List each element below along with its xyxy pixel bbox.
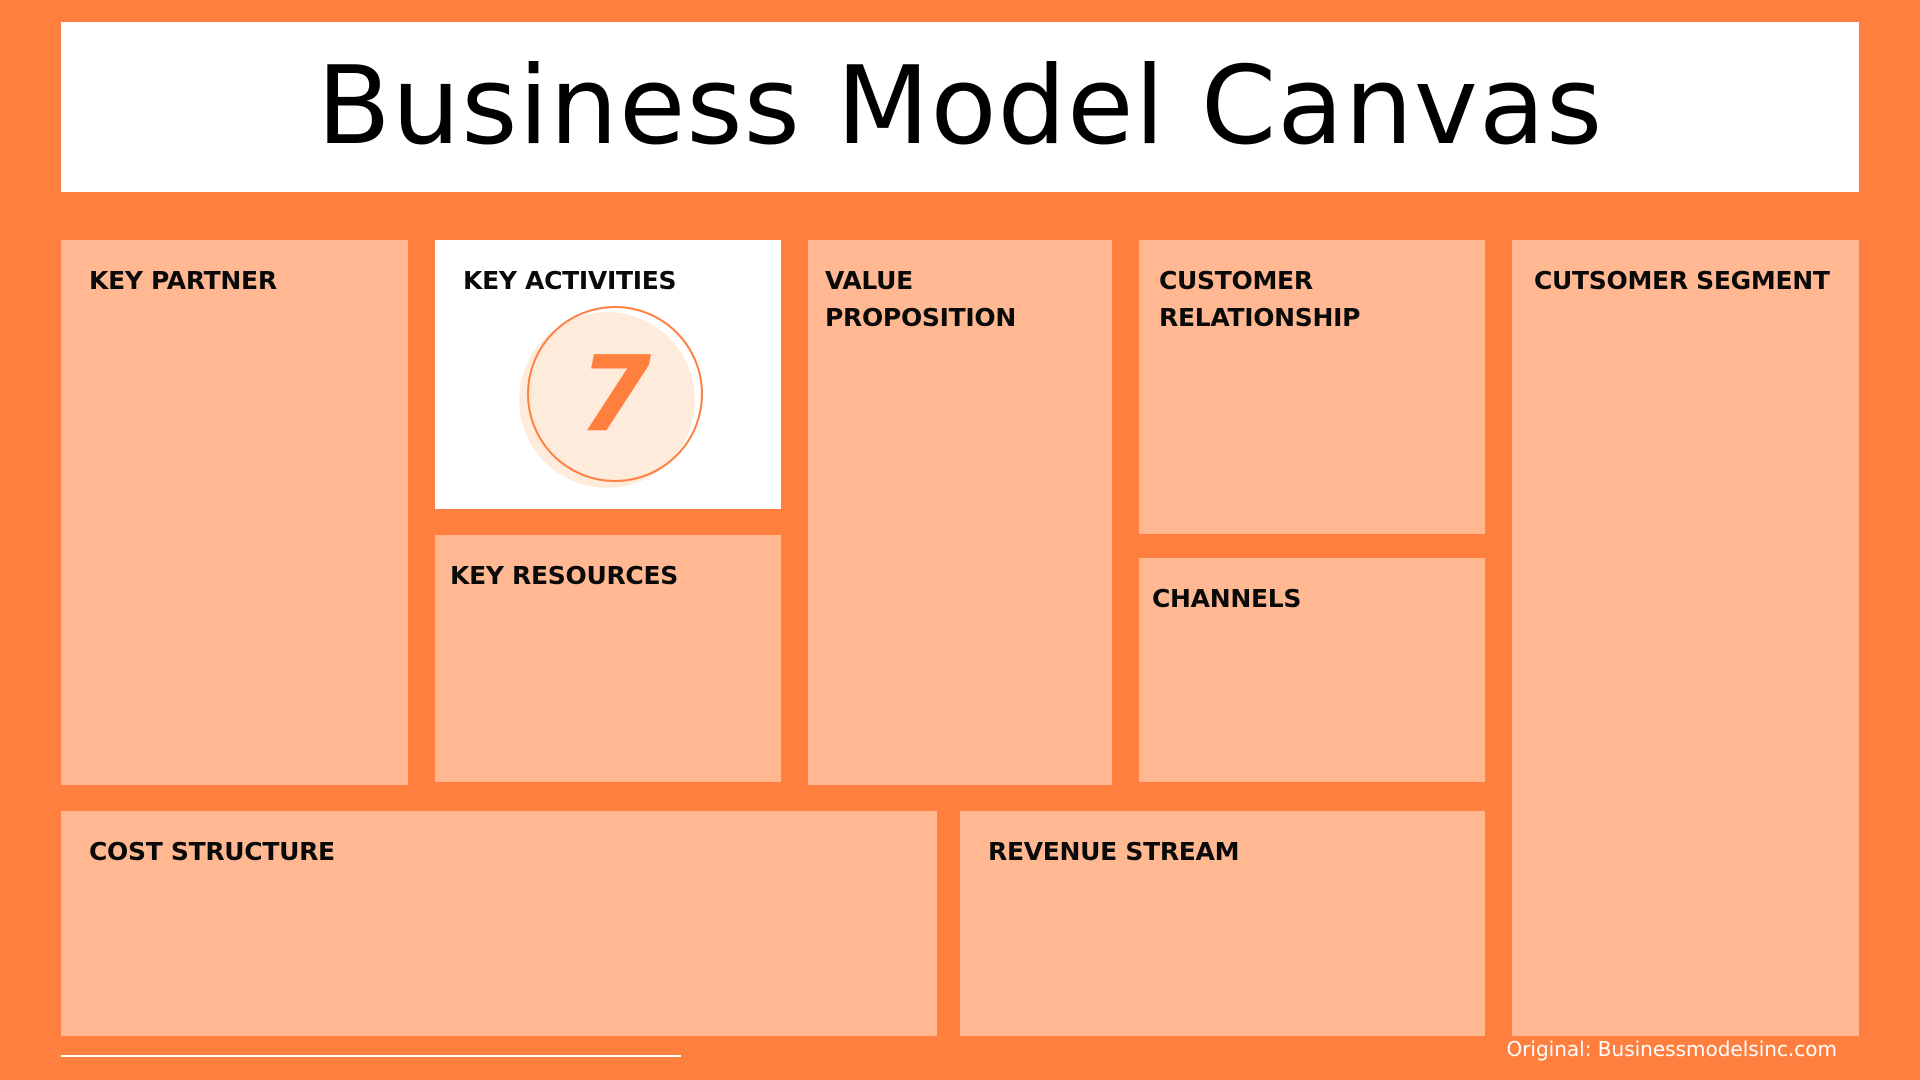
number-badge: 7	[519, 306, 705, 492]
block-label: CHANNELS	[1152, 584, 1302, 613]
block-label: COST STRUCTURE	[89, 837, 335, 866]
block-label: CUSTOMER RELATIONSHIP	[1159, 266, 1361, 332]
block-label: VALUE PROPOSITION	[825, 266, 1016, 332]
block-key-resources: KEY RESOURCES	[435, 535, 781, 782]
block-value-proposition: VALUE PROPOSITION	[808, 240, 1112, 785]
block-key-activities: KEY ACTIVITIES 7	[435, 240, 781, 509]
block-cost-structure: COST STRUCTURE	[61, 811, 937, 1036]
block-label: KEY ACTIVITIES	[463, 266, 677, 295]
block-label: KEY PARTNER	[89, 266, 277, 295]
block-key-partner: KEY PARTNER	[61, 240, 408, 785]
page-title: Business Model Canvas	[316, 44, 1604, 169]
block-label: KEY RESOURCES	[450, 561, 678, 590]
badge-circle-ring	[527, 306, 703, 482]
divider-line	[61, 1055, 681, 1057]
block-channels: CHANNELS	[1139, 558, 1485, 782]
credit-text: Original: Businessmodelsinc.com	[1506, 1037, 1837, 1061]
badge-number: 7	[578, 333, 652, 455]
block-customer-segment: CUTSOMER SEGMENT	[1512, 240, 1859, 1036]
block-label: REVENUE STREAM	[988, 837, 1240, 866]
block-revenue-stream: REVENUE STREAM	[960, 811, 1485, 1036]
block-customer-relationship: CUSTOMER RELATIONSHIP	[1139, 240, 1485, 534]
title-banner: Business Model Canvas	[61, 22, 1859, 192]
block-label: CUTSOMER SEGMENT	[1534, 266, 1830, 295]
